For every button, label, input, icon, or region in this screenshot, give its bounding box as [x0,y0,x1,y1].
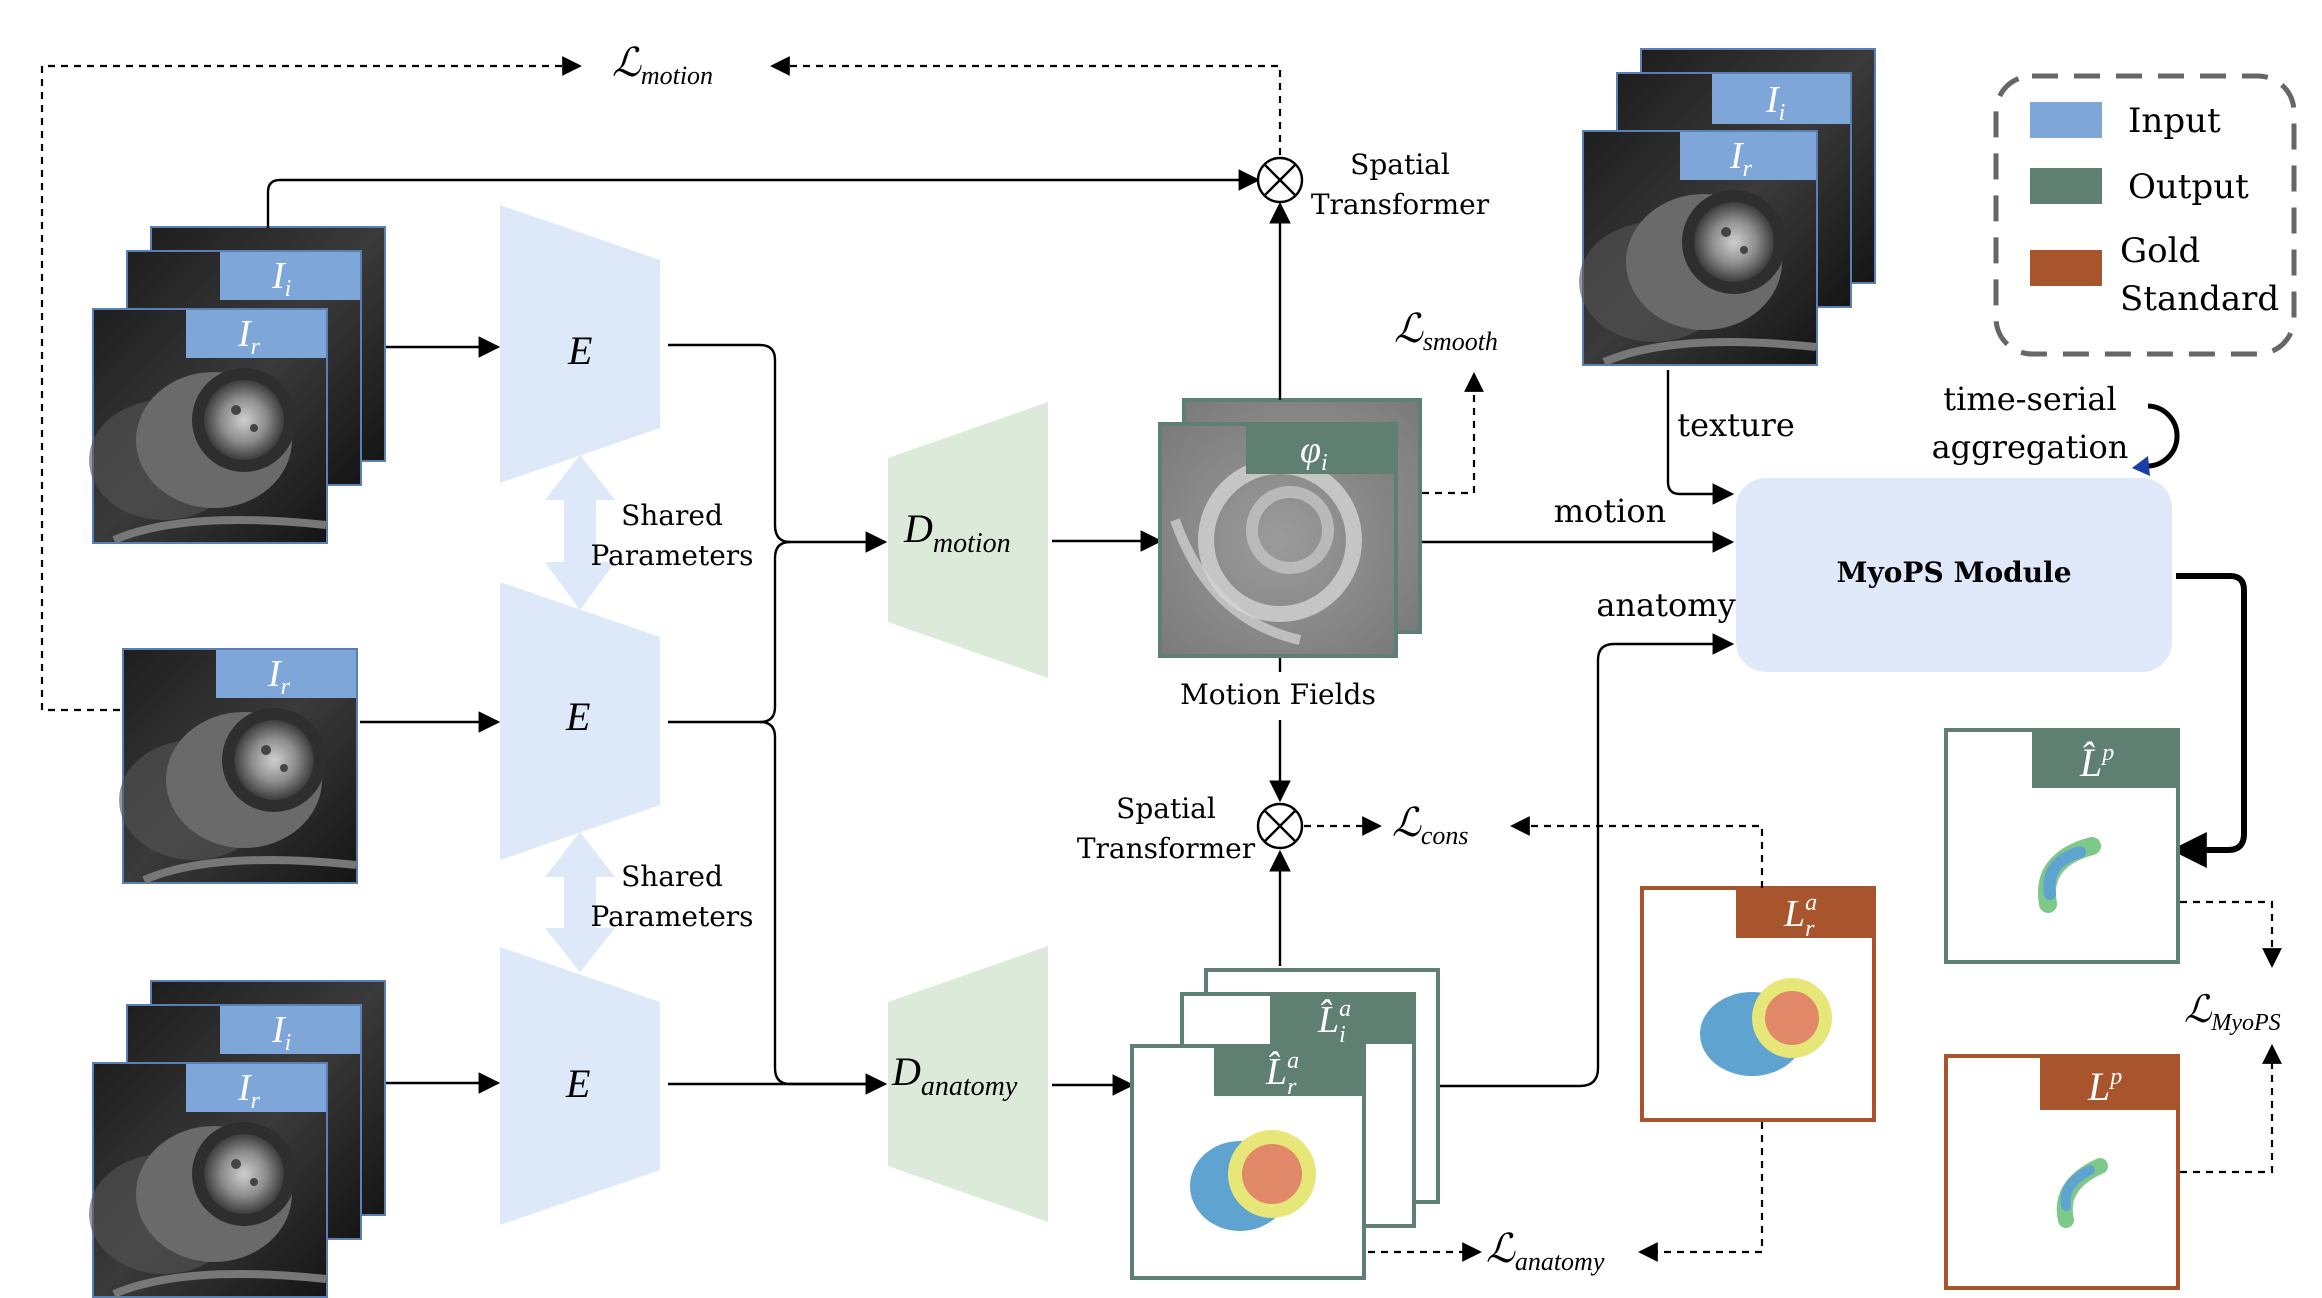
shared-parameters-arrow-top [545,455,615,610]
spatial-transformer-bottom-label: Spatial [1116,792,1216,825]
encoder1-to-dmotion [668,343,888,553]
gold-tag-Lp: Lp [2087,1064,2122,1109]
svg-text:E: E [565,694,590,739]
encoder2-to-dmotion [668,540,791,724]
myops-to-predicted-pathology [2170,573,2247,868]
shared-parameters-label-top: Shared [621,499,723,532]
loss-motion-label: ℒmotion [612,40,713,90]
flow-label-anatomy: anatomy [1596,586,1735,624]
gold-anatomy-to-anatomy-loss [1638,1122,1764,1262]
flow-label-texture: texture [1677,406,1795,444]
motion-loss-dashed-left [40,56,582,712]
shared-parameters-label-bottom: Shared [621,860,723,893]
texture-tag-Ir: Ir [1729,135,1753,182]
encoder-middle: E [500,582,660,860]
pred-pathology-to-myops-loss [2180,900,2282,968]
input-reference: Ir [119,650,356,882]
time-serial-label: time-serial [1943,380,2116,418]
flow-label-motion: motion [1554,492,1667,530]
spatial-transformer-top [1256,156,1304,204]
image-tag-Ir-bottom: Ir [237,1067,261,1114]
time-serial-loop-icon [2145,403,2180,469]
texture-to-myops [1666,370,1735,505]
svg-text:Dmotion: Dmotion [903,506,1011,559]
shared-parameters-arrow-bottom [545,832,615,972]
input-to-spatial-transformer-line [266,169,1261,228]
myops-module: MyoPS Module [1736,478,2172,672]
legend: Input Output Gold Standard [1993,73,2297,357]
encoder2-to-danatomy [759,720,888,1095]
texture-tag-Ii: Ii [1765,79,1785,126]
pred-tag-Lp: L̂p [2079,740,2114,785]
texture-input-stack: Ii Ir [1579,48,1876,364]
time-serial-label-2: aggregation [1932,428,2129,466]
motion-fields-label: Motion Fields [1180,678,1376,711]
predicted-pathology: L̂p [1944,728,2180,964]
legend-label-input: Input [2128,101,2221,141]
input-stack-bottom: Ii Ir [89,980,386,1298]
legend-label-gold-2: Standard [2120,279,2279,319]
encoder-top: E [500,205,660,483]
svg-text:Danatomy: Danatomy [891,1049,1018,1102]
svg-text:E: E [567,328,592,373]
shared-parameters-label-bottom-2: Parameters [590,900,753,933]
image-tag-Ii-bottom: Ii [271,1009,291,1056]
gold-pathology-to-myops-loss [2180,1044,2282,1174]
spatial-transformer-bottom-label-2: Transformer [1077,832,1256,865]
loss-smooth-label: ℒsmooth [1394,306,1498,356]
encoder-bottom: E [500,947,660,1225]
legend-swatch-output [2030,168,2102,204]
legend-swatch-input [2030,102,2102,138]
smooth-loss-dashed [1422,372,1484,495]
phi-tag: φi [1300,429,1328,476]
loss-anatomy-label: ℒanatomy [1486,1226,1605,1276]
gold-pathology: Lp [1944,1054,2180,1290]
image-tag-Ir: Ir [237,313,261,360]
svg-text:E: E [565,1061,590,1106]
legend-swatch-gold [2030,250,2102,286]
legend-label-output: Output [2128,167,2249,207]
decoder-anatomy: Danatomy [888,946,1048,1222]
spatial-transformer-top-label-2: Transformer [1311,188,1490,221]
decoder-motion: Dmotion [888,402,1048,678]
motion-fields: φi [1158,398,1422,658]
spatial-transformer-bottom [1256,802,1304,850]
image-tag-Ii: Ii [271,255,291,302]
time-serial-loop-arrowhead [2132,456,2150,476]
loss-cons-label: ℒcons [1392,800,1468,850]
motion-loss-dashed-right [770,56,1282,155]
gold-anatomy-to-cons-loss [1510,816,1764,888]
loss-myops-label: ℒMyoPS [2184,989,2281,1036]
input-stack-top: Ii Ir [89,226,386,542]
shared-parameters-label-top-2: Parameters [590,539,753,572]
legend-label-gold: Gold [2120,231,2200,271]
spatial-transformer-top-label: Spatial [1350,148,1450,181]
svg-text:MyoPS Module: MyoPS Module [1836,556,2071,589]
image-tag-Ir-mid: Ir [267,653,291,700]
predictions-to-myops [1440,633,1735,1088]
